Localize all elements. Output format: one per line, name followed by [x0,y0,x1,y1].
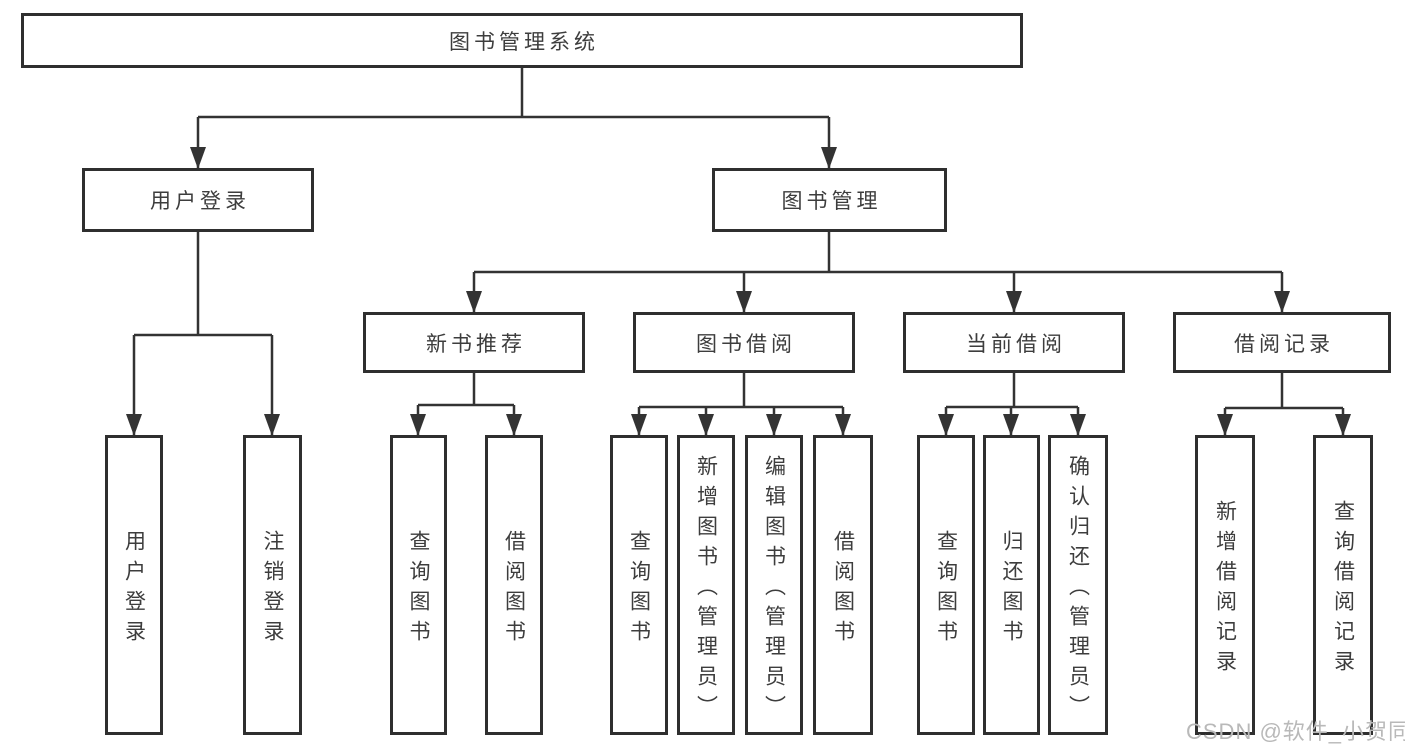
node-leaf-edit-books-admin: 编辑图书（管理员） [745,435,803,735]
node-leaf-add-books-admin: 新增图书（管理员） [677,435,735,735]
node-label: 确认归还（管理员） [1066,454,1090,725]
node-leaf-return-books: 归还图书 [983,435,1040,735]
csdn-watermark: CSDN @软件_小贺同学 [1186,719,1405,744]
node-label: 查询借阅记录 [1331,499,1355,680]
node-label: 图书管理系统 [449,30,599,54]
node-leaf-current-query-books: 查询图书 [917,435,975,735]
node-label: 编辑图书（管理员） [762,454,786,725]
node-book-borrowing: 图书借阅 [633,312,855,373]
node-leaf-borrow-books: 借阅图书 [813,435,873,735]
node-label: 新增借阅记录 [1213,499,1237,680]
node-user-login: 用户登录 [82,168,314,232]
node-leaf-confirm-return-admin: 确认归还（管理员） [1048,435,1108,735]
node-leaf-borrow-query-books: 查询图书 [610,435,668,735]
node-label: 新书推荐 [426,332,526,356]
node-label: 归还图书 [1000,529,1023,650]
node-label: 查询图书 [934,529,958,650]
node-leaf-logout: 注销登录 [243,435,302,735]
node-leaf-add-borrow-record: 新增借阅记录 [1195,435,1255,735]
node-leaf-recommend-query-books: 查询图书 [390,435,447,735]
node-label: 用户登录 [122,529,146,650]
node-borrowing-records: 借阅记录 [1173,312,1391,373]
node-label: 借阅图书 [831,529,855,650]
node-label: 用户登录 [150,190,250,213]
node-label: 新增图书（管理员） [694,454,718,725]
node-label: 查询图书 [407,529,430,650]
node-leaf-recommend-borrow-books: 借阅图书 [485,435,543,735]
node-label: 查询图书 [627,529,651,650]
node-current-borrowing: 当前借阅 [903,312,1125,373]
node-label: 借阅图书 [502,529,526,650]
node-label: 图书借阅 [696,332,796,356]
node-leaf-user-login: 用户登录 [105,435,163,735]
node-label: 图书管理 [781,190,882,213]
node-book-management: 图书管理 [712,168,947,232]
node-new-book-recommend: 新书推荐 [363,312,585,373]
node-label: 借阅记录 [1234,332,1334,356]
node-label: 注销登录 [261,529,284,650]
node-library-system: 图书管理系统 [21,13,1023,68]
node-label: 当前借阅 [966,332,1066,356]
node-leaf-query-borrow-record: 查询借阅记录 [1313,435,1373,735]
